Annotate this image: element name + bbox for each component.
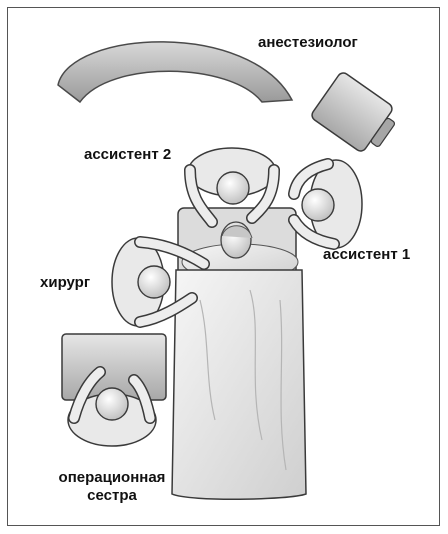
label-assistant-2: ассистент 2 (84, 146, 171, 164)
label-anesthesiologist: анестезиолог (258, 34, 358, 52)
label-surgeon: хирург (40, 274, 90, 292)
label-scrub-nurse-line2: сестра (48, 487, 176, 505)
anesthesia-machine (310, 71, 403, 159)
label-scrub-nurse: операционная сестра (48, 469, 176, 505)
label-scrub-nurse-line1: операционная (48, 469, 176, 487)
assistant-1-figure (294, 160, 362, 248)
label-assistant-1: ассистент 1 (323, 246, 410, 264)
anesthesia-screen-arc (58, 42, 292, 102)
